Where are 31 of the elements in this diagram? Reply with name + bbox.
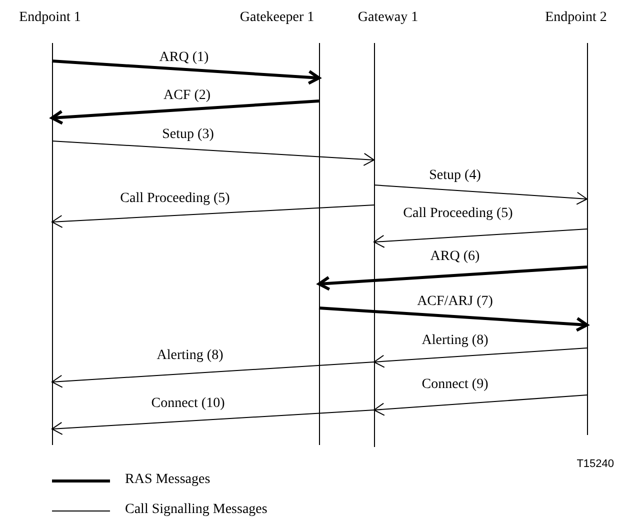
message-arrow <box>52 60 320 85</box>
message-label: ARQ (6) <box>430 249 480 265</box>
figure-code: T15240 <box>576 458 614 470</box>
lifeline-heading: Endpoint 2 <box>545 10 607 26</box>
message-arrow <box>374 394 588 416</box>
message-label: Alerting (8) <box>422 333 488 349</box>
lifeline-heading: Gateway 1 <box>358 10 418 26</box>
message-label: ACF/ARJ (7) <box>417 294 493 310</box>
lifeline-heading: Gatekeeper 1 <box>240 10 314 26</box>
message-label: Alerting (8) <box>156 348 224 364</box>
message-arrow <box>50 100 320 125</box>
message-label: Call Proceeding (5) <box>120 191 230 207</box>
message-arrow <box>374 184 588 205</box>
message-label: Setup (4) <box>429 168 481 184</box>
message-label: Connect (9) <box>422 377 488 393</box>
message-arrow <box>52 140 374 166</box>
message-label: ARQ (1) <box>159 50 209 66</box>
message-arrow <box>52 362 374 388</box>
message-label: Call Proceeding (5) <box>403 206 513 222</box>
lifeline-heading: Endpoint 1 <box>19 10 81 26</box>
message-label: Connect (10) <box>151 396 225 412</box>
message-arrow <box>374 348 588 368</box>
message-label: Setup (3) <box>162 127 214 143</box>
message-arrow <box>318 266 588 291</box>
legend-label: RAS Messages <box>125 472 210 488</box>
message-arrow <box>318 306 588 332</box>
legend-label: Call Signalling Messages <box>125 502 268 518</box>
message-label: ACF (2) <box>163 88 211 104</box>
message-arrow <box>374 228 588 248</box>
message-arrow <box>52 204 374 228</box>
message-arrow <box>52 410 374 435</box>
